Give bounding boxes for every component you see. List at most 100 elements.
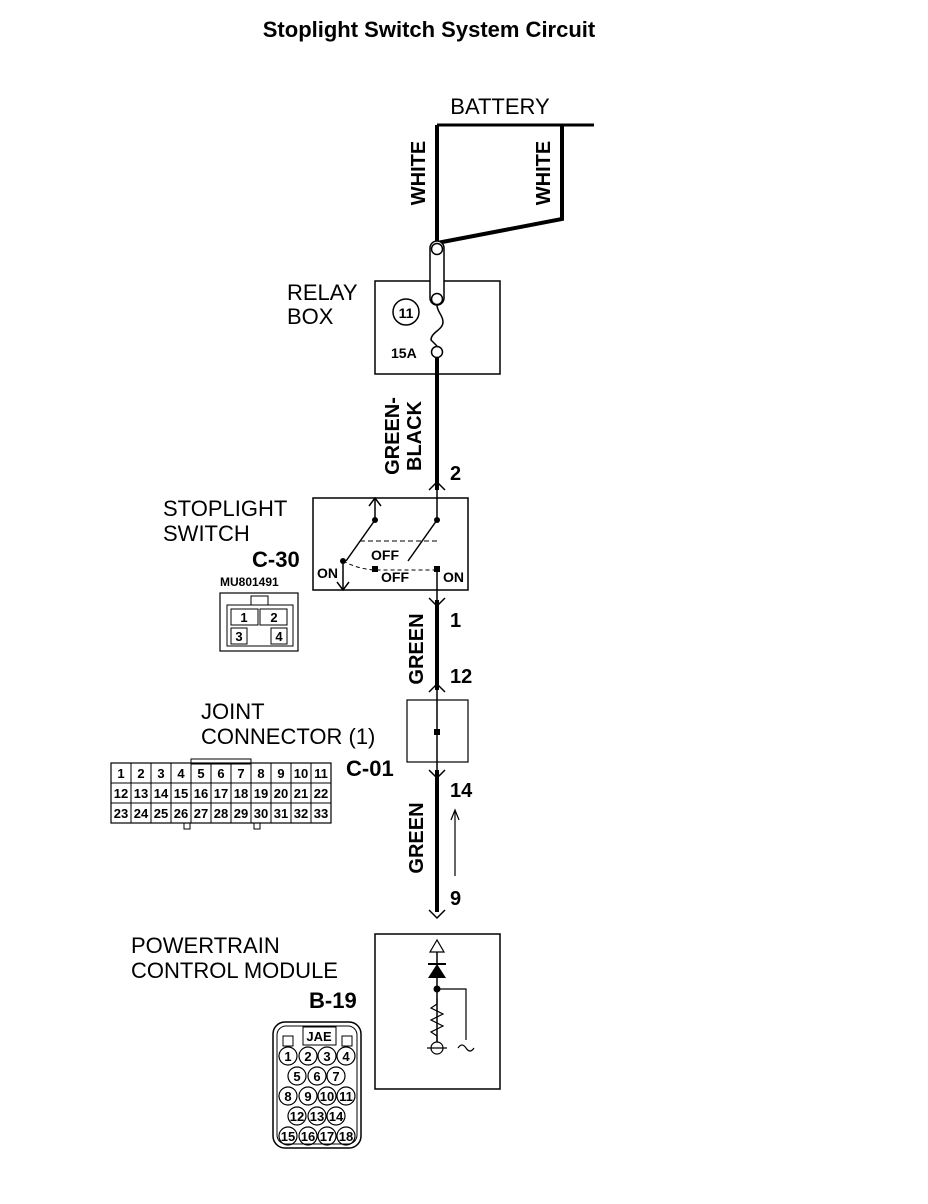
switch-part-number: MU801491 xyxy=(220,575,279,589)
joint-connector-pin-9: 9 xyxy=(277,766,284,781)
pcm-connector-pin-3: 3 xyxy=(323,1049,330,1064)
joint-connector-pin-10: 10 xyxy=(294,766,308,781)
battery-right-wire xyxy=(436,125,564,245)
joint-connector-pin-3: 3 xyxy=(157,766,164,781)
pcm-outline xyxy=(374,933,501,1090)
pcm-connector-pin-circle xyxy=(317,1126,337,1146)
pcm-connector-pin-8: 8 xyxy=(284,1089,291,1104)
pcm-sense-line xyxy=(437,988,467,1040)
joint-connector-pin-26: 26 xyxy=(174,806,188,821)
switch-connector-pin-3: 3 xyxy=(235,629,242,644)
pcm-connector-pin-18: 18 xyxy=(339,1129,353,1144)
pcm-connector-pin-13: 13 xyxy=(310,1109,324,1124)
switch-label-line1: STOPLIGHT xyxy=(163,496,287,521)
pcm-connector-pin-circle xyxy=(298,1046,318,1066)
pcm-connector-pin-circle xyxy=(298,1086,318,1106)
switch-pin-top: 2 xyxy=(450,463,461,485)
pcm-connector-pin-4: 4 xyxy=(342,1049,350,1064)
switch-connector-inner xyxy=(226,604,294,647)
pcm-connector-pin-11: 11 xyxy=(339,1089,353,1104)
joint-connector-pin-12: 12 xyxy=(114,786,128,801)
joint-connector-pin-30: 30 xyxy=(254,806,268,821)
pcm-connector-pin-circle xyxy=(278,1126,298,1146)
pcm-connector-face xyxy=(272,1021,362,1149)
switch-label-line2: SWITCH xyxy=(163,521,250,546)
fuse-bottom-terminal xyxy=(430,345,444,359)
joint-pin-top-marker xyxy=(428,682,446,693)
switch-state-on-left: ON xyxy=(317,565,338,581)
pcm-label-line1: POWERTRAIN xyxy=(131,933,280,958)
joint-connector-pin-15: 15 xyxy=(174,786,188,801)
fuse-top-terminal xyxy=(430,242,444,256)
current-flow-arrowhead xyxy=(450,808,460,821)
switch-right-blade xyxy=(407,519,438,562)
pcm-connector-pin-circle xyxy=(326,1066,346,1086)
joint-label-line2: CONNECTOR (1) xyxy=(201,724,375,749)
pcm-connector-pin-circle xyxy=(287,1106,307,1126)
wire-color-joint-to-pcm: GREEN xyxy=(406,802,428,873)
joint-connector-pin-21: 21 xyxy=(294,786,308,801)
pcm-connector-pin-15: 15 xyxy=(281,1129,295,1144)
pcm-connector-pin-circle xyxy=(298,1126,318,1146)
pcm-pin: 9 xyxy=(450,888,461,910)
switch-connector-pin-4: 4 xyxy=(275,629,283,644)
pcm-reference-triangle xyxy=(428,938,446,953)
joint-connector-pin-13: 13 xyxy=(134,786,148,801)
joint-connector-pin-20: 20 xyxy=(274,786,288,801)
pcm-connector-pin-circle xyxy=(336,1046,356,1066)
pcm-signal-icon xyxy=(457,1044,475,1052)
pcm-connector-pin-circle xyxy=(326,1106,346,1126)
pcm-connector-pin-circle xyxy=(307,1066,327,1086)
joint-connector-pin-6: 6 xyxy=(217,766,224,781)
pcm-connector-pin-2: 2 xyxy=(304,1049,311,1064)
relay-box-label-line1: RELAY xyxy=(287,280,358,305)
pcm-connector-pin-9: 9 xyxy=(304,1089,311,1104)
pcm-label-line2: CONTROL MODULE xyxy=(131,958,338,983)
joint-connector-pin-16: 16 xyxy=(194,786,208,801)
pcm-connector-pin-14: 14 xyxy=(329,1109,344,1124)
switch-left-lower-arrow xyxy=(336,581,350,592)
switch-connector-cell-4 xyxy=(270,627,288,645)
stoplight-switch-outline xyxy=(312,497,469,591)
joint-connector-pin-5: 5 xyxy=(197,766,204,781)
joint-connector-pin-29: 29 xyxy=(234,806,248,821)
joint-connector-pin-11: 11 xyxy=(314,766,328,781)
joint-connector-pin-8: 8 xyxy=(257,766,264,781)
pcm-connector-pin-circle xyxy=(336,1126,356,1146)
pcm-connector-pin-circle xyxy=(336,1086,356,1106)
joint-connector-pin-14: 14 xyxy=(154,786,169,801)
switch-connector-id: C-30 xyxy=(252,547,300,572)
joint-connector-pin-32: 32 xyxy=(294,806,308,821)
joint-connector-pin-18: 18 xyxy=(234,786,248,801)
pcm-connector-pin-circle xyxy=(317,1046,337,1066)
pcm-pin-marker xyxy=(428,909,446,920)
pcm-resistor-icon xyxy=(429,998,445,1044)
pcm-connector-pin-7: 7 xyxy=(332,1069,339,1084)
pcm-connector-pin-17: 17 xyxy=(320,1129,334,1144)
pcm-connector-pin-circle xyxy=(307,1106,327,1126)
fuse-rating: 15A xyxy=(391,345,417,361)
joint-splice-point xyxy=(434,729,440,735)
wire-color-relay-to-switch-line2: BLACK xyxy=(404,400,426,471)
joint-pin-bottom: 14 xyxy=(450,780,473,802)
pcm-connector-pin-circle xyxy=(317,1086,337,1106)
switch-connector-cell-3 xyxy=(230,627,248,645)
switch-connector-cell-1 xyxy=(230,608,259,626)
joint-connector-pin-1: 1 xyxy=(117,766,124,781)
joint-connector-pin-27: 27 xyxy=(194,806,208,821)
joint-connector-id: C-01 xyxy=(346,756,394,781)
pcm-connector-pin-5: 5 xyxy=(293,1069,300,1084)
switch-state-on-right: ON xyxy=(443,569,464,585)
battery-label: BATTERY xyxy=(450,94,550,119)
joint-connector-pin-4: 4 xyxy=(177,766,185,781)
switch-connector-latch xyxy=(250,595,269,606)
switch-on-contact xyxy=(434,566,440,572)
wire-color-switch-to-joint: GREEN xyxy=(406,613,428,684)
switch-connector-pin-2: 2 xyxy=(270,610,277,625)
wire-color-relay-to-switch-line1: GREEN- xyxy=(382,397,404,475)
switch-state-off-upper: OFF xyxy=(371,547,399,563)
fuse-link-terminal xyxy=(430,292,444,306)
switch-state-off-lower: OFF xyxy=(381,569,409,585)
